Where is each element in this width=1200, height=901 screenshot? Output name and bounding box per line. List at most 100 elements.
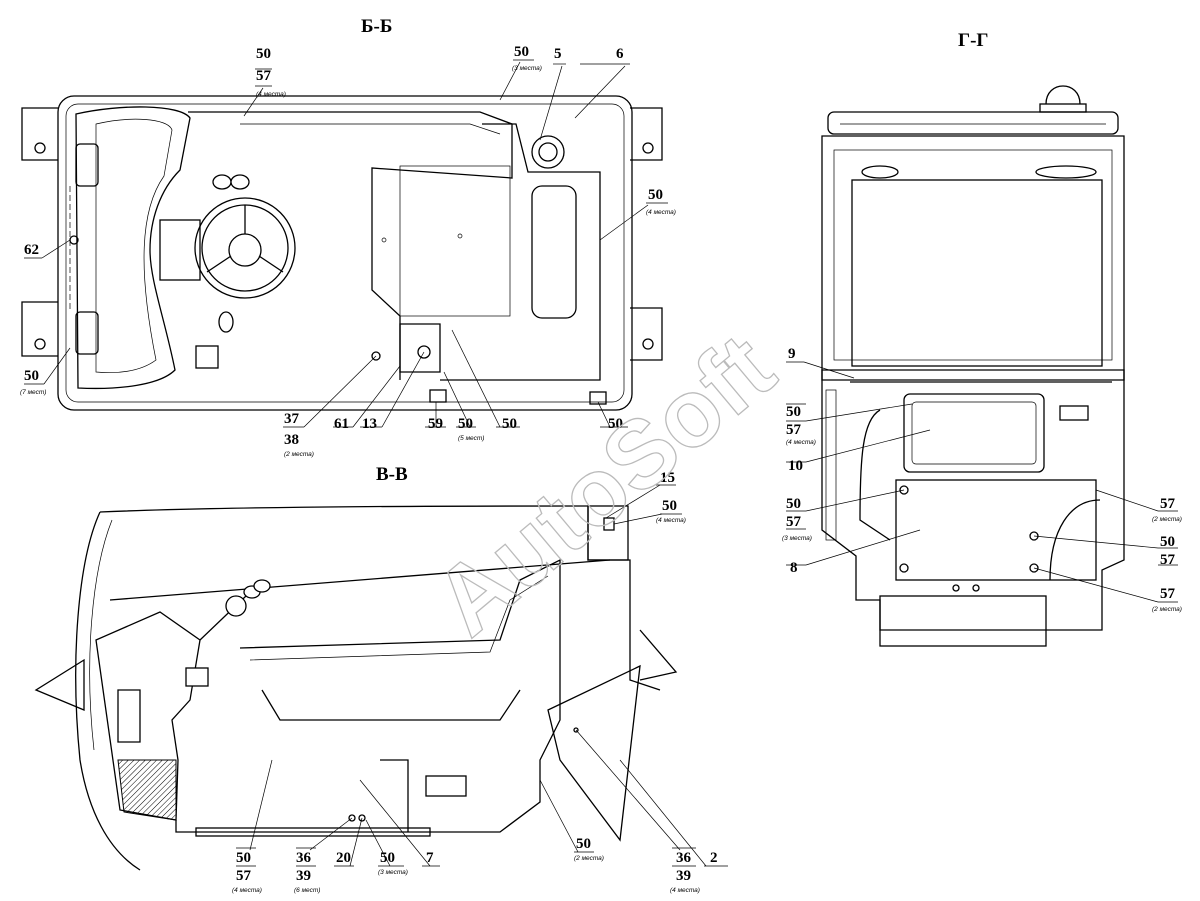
- bb-label-6: 6: [616, 46, 624, 62]
- dashboard-section: [117, 759, 177, 821]
- gg-label-50: 50: [786, 404, 801, 420]
- floor-hole: [381, 237, 387, 243]
- windshield-pillar: [75, 511, 141, 871]
- seat-pan: [75, 106, 191, 390]
- spoke-2: [206, 255, 232, 273]
- vv-label-50: 50: [662, 498, 677, 514]
- cab-frame: [821, 135, 1125, 381]
- fastener-36: [348, 814, 356, 822]
- bb-label-38: 38: [284, 432, 299, 448]
- rear-glass: [851, 179, 1103, 367]
- view-vv: В-В: [34, 464, 728, 894]
- panel-8: [895, 479, 1097, 581]
- vv-label-20: 20: [336, 850, 351, 866]
- right-duct: [1049, 499, 1101, 581]
- bb-label-5: 5: [554, 46, 562, 62]
- vv-label-57: 57: [236, 868, 252, 884]
- lower-body: [821, 369, 1125, 631]
- bb-note: (4 места): [256, 91, 286, 98]
- floor-tunnel: [188, 111, 513, 380]
- spoke-3: [258, 255, 284, 273]
- rear-fender-2: [547, 664, 641, 842]
- seat-pan-inner: [95, 118, 173, 374]
- gg-label-10: 10: [788, 458, 803, 474]
- panel-15: [587, 505, 629, 561]
- bb-label-50: 50: [608, 416, 623, 432]
- part-50-right: [589, 391, 607, 405]
- gg-label-50: 50: [1160, 534, 1175, 550]
- bb-note: (5 мест): [458, 435, 484, 442]
- left-top-ear: [21, 107, 58, 161]
- left-bottom-bolt-hole: [34, 338, 46, 350]
- base-hole: [952, 584, 960, 592]
- vv-note: (2 места): [574, 855, 604, 862]
- front-wedge: [34, 658, 85, 711]
- bb-label-57: 57: [256, 68, 272, 84]
- gg-label-57: 57: [1160, 586, 1176, 602]
- fastener-20: [358, 814, 366, 822]
- fastener: [899, 563, 909, 573]
- bb-label-61: 61: [334, 416, 349, 432]
- part-59: [429, 389, 447, 403]
- steering-knob: [225, 595, 247, 617]
- steering-wheel-hub: [228, 233, 262, 267]
- cab-floor-inner: [65, 103, 625, 403]
- gg-leaders: [786, 361, 1178, 603]
- seat-cushion: [261, 689, 521, 721]
- left-strip: [825, 389, 837, 541]
- bb-label-13: 13: [362, 416, 377, 432]
- front-block: [117, 689, 141, 743]
- vv-label-15: 15: [660, 470, 675, 486]
- vv-label-39: 39: [676, 868, 691, 884]
- right-console-panel: [531, 185, 577, 319]
- floor-rail: [195, 827, 431, 837]
- view-bb-title: Б-Б: [361, 16, 392, 37]
- pedal-box: [185, 667, 209, 687]
- beacon: [1045, 85, 1081, 105]
- vv-label-36: 36: [676, 850, 692, 866]
- vv-note: (4 места): [232, 887, 262, 894]
- bb-label-50: 50: [256, 46, 271, 62]
- floor-edge: [240, 123, 501, 135]
- fastener: [1029, 531, 1039, 541]
- lever-knob: [253, 579, 271, 593]
- vv-label-7: 7: [426, 850, 434, 866]
- roof-vent: [1035, 165, 1097, 179]
- floor-plate: [399, 165, 511, 317]
- bb-note: (3 места): [512, 65, 542, 72]
- bb-label-50: 50: [458, 416, 473, 432]
- gg-label-50: 50: [786, 496, 801, 512]
- watermark: AutoSoft: [415, 314, 794, 656]
- fastener: [899, 485, 909, 495]
- floor-tub-inner: [249, 575, 549, 661]
- access-panel-inner: [911, 401, 1037, 465]
- gg-note: (2 места): [1152, 606, 1182, 613]
- gg-label-8: 8: [790, 560, 798, 576]
- vv-label-50: 50: [380, 850, 395, 866]
- view-gg: Г-Г: [782, 30, 1182, 647]
- vv-label-39: 39: [296, 868, 311, 884]
- vv-note: (6 мест): [294, 887, 320, 894]
- base-hole: [972, 584, 980, 592]
- vv-label-50: 50: [576, 836, 591, 852]
- pedal-plate: [195, 345, 219, 369]
- gg-note: (2 места): [1152, 516, 1182, 523]
- console-knob: [531, 135, 565, 169]
- floor-tub: [175, 558, 561, 833]
- box-13: [399, 323, 441, 373]
- console-knob-inner: [538, 142, 558, 162]
- bb-label-50: 50: [648, 187, 663, 203]
- left-top-bolt-hole: [34, 142, 46, 154]
- bb-label-62: 62: [24, 242, 39, 258]
- vv-note: (3 места): [378, 869, 408, 876]
- bb-label-59: 59: [428, 416, 443, 432]
- gg-label-9: 9: [788, 346, 796, 362]
- bb-note: (2 места): [284, 451, 314, 458]
- bb-label-50: 50: [514, 44, 529, 60]
- seat-bracket-top: [75, 143, 99, 187]
- gg-label-57: 57: [786, 514, 802, 530]
- vv-note: (4 места): [670, 887, 700, 894]
- steering-column: [159, 219, 201, 281]
- left-duct: [859, 409, 891, 541]
